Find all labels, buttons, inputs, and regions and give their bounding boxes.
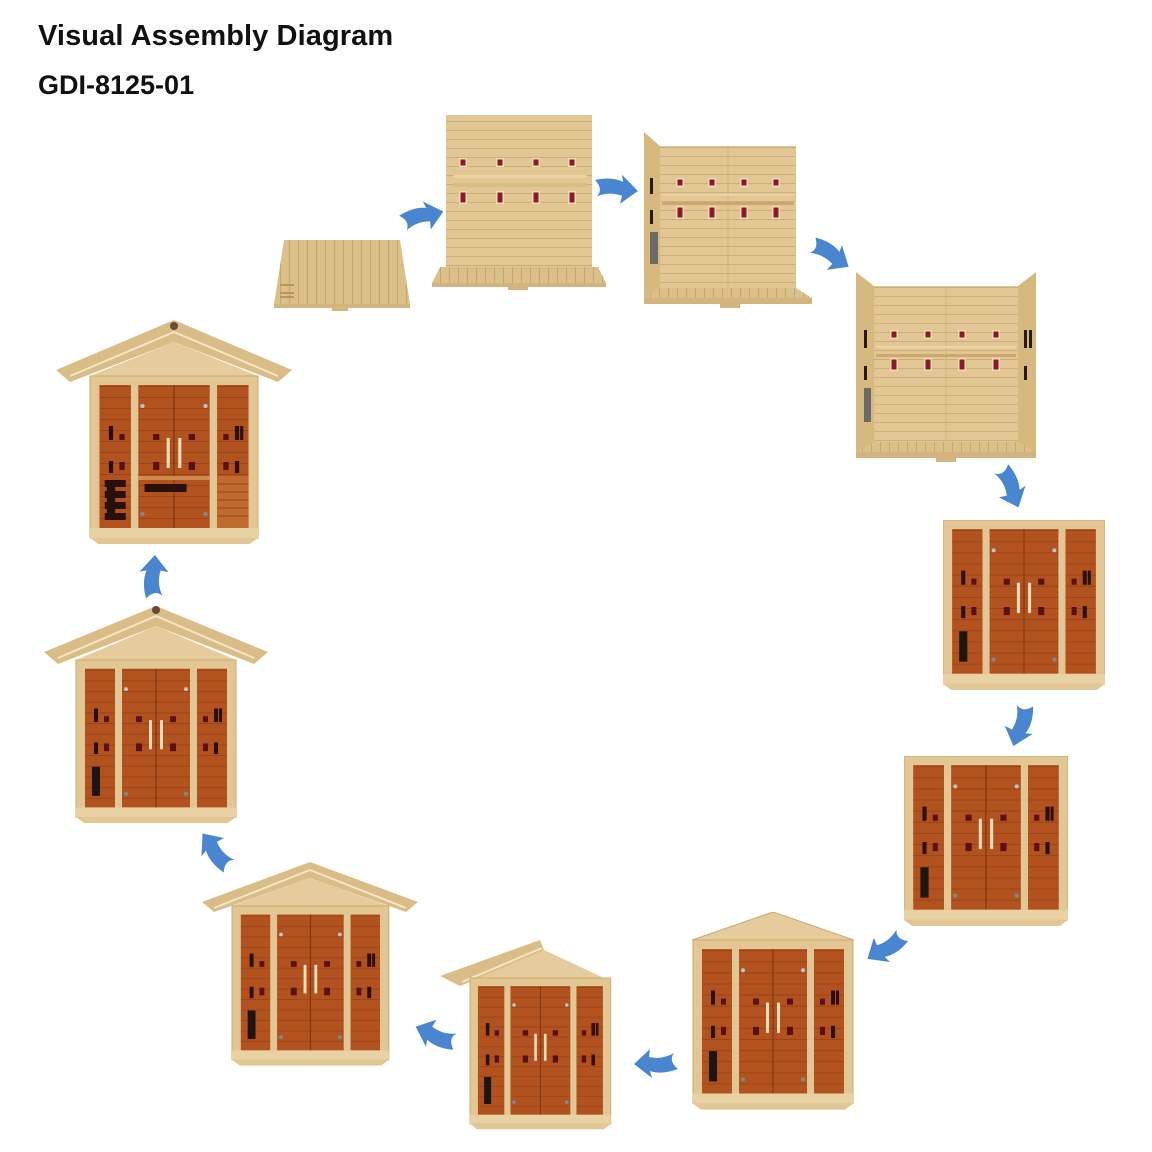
right-wall-illustration [856,272,1036,462]
step-8-roof-left [440,938,618,1132]
step-1-floor [272,238,412,312]
roof-trim-illustration [44,606,268,824]
model-number: GDI-8125-01 [38,70,195,100]
step-3-left-wall [642,130,814,310]
step-11-finished [54,318,294,550]
step-4-right-wall [854,270,1038,464]
top-panel-illustration [904,756,1068,927]
gable-illustration [692,912,854,1111]
roof-left-illustration [440,940,612,1130]
step-5-front-doors [943,520,1105,692]
front-doors-illustration [943,520,1105,691]
diagram-title: Visual Assembly Diagram [38,20,394,52]
full-roof-illustration [202,862,418,1067]
floor-panel-illustration [274,240,410,311]
arrow-icon-step-10-to-11 [135,552,173,603]
step-7-gable [692,912,854,1112]
left-wall-illustration [644,132,812,308]
finished-sauna-illustration [56,320,292,545]
back-wall-illustration [432,115,606,290]
step-9-full-roof [200,860,420,1070]
arrow-icon-step-4-to-5 [986,459,1034,516]
step-2-back-wall [432,113,608,291]
arrow-icon-step-6-to-7 [857,920,916,973]
step-6-top-panel [904,756,1068,928]
arrow-icon-step-5-to-6 [996,697,1044,754]
arrow-icon-step-7-to-8 [632,1046,680,1080]
step-10-roof-trim [42,604,270,826]
arrow-icon-step-2-to-3 [590,169,642,209]
